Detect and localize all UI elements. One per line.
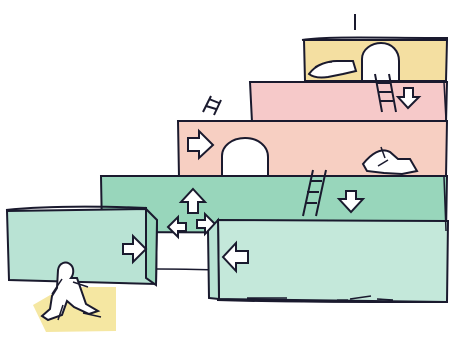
block-right [208, 220, 448, 302]
block-left-side [146, 209, 157, 285]
tier-second-body [250, 82, 447, 123]
tier-top [302, 14, 448, 81]
block-left [6, 207, 157, 285]
ladder-left-icon [203, 96, 221, 115]
tier-second [250, 74, 447, 123]
arch-doorway-mid-icon [222, 138, 268, 176]
arch-doorway-icon [362, 43, 399, 80]
block-right-left-face [208, 220, 219, 299]
block-right-body [218, 220, 448, 302]
